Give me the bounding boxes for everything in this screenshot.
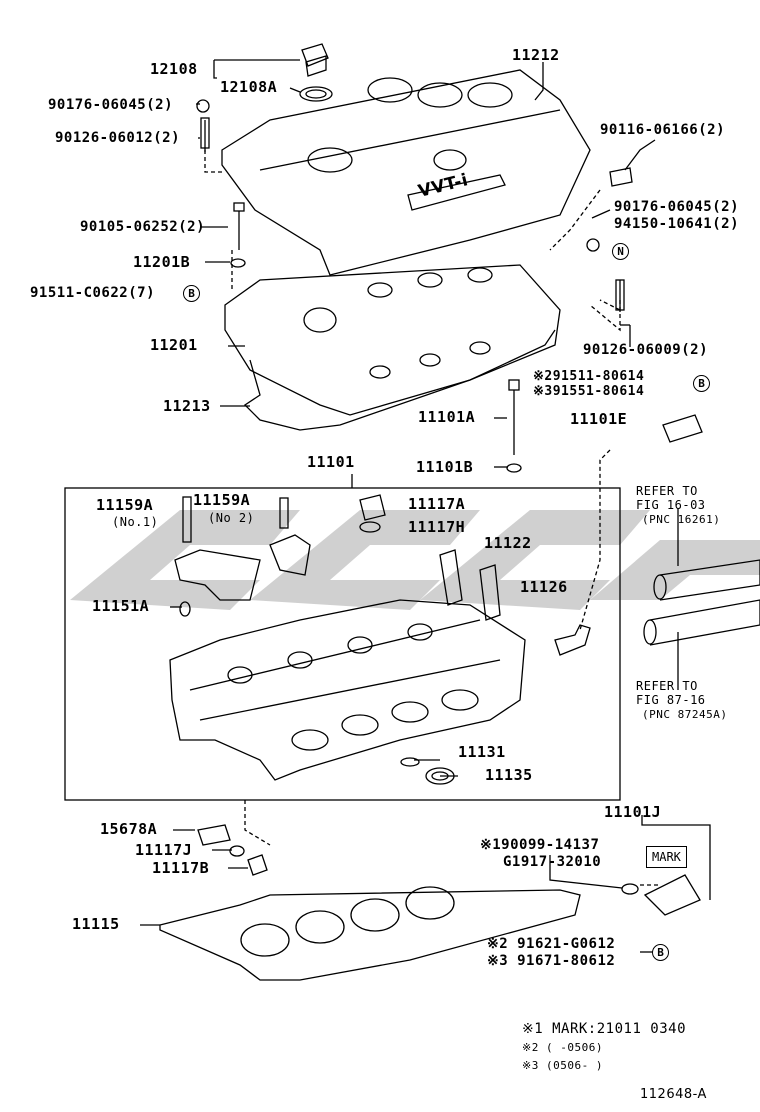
refer-fig-16-03-line3: (PNC 16261)	[642, 513, 721, 526]
mark-box: MARK	[646, 846, 687, 868]
label-11159a-no1-sub: (No.1)	[112, 515, 159, 529]
label-12108a: 12108A	[220, 78, 278, 96]
label-11117a: 11117A	[408, 495, 466, 513]
refer-fig-87-16-line1: REFER TO	[636, 679, 698, 693]
label-15678a: 15678A	[100, 820, 158, 838]
refer-fig-16-03-line1: REFER TO	[636, 484, 698, 498]
label-11159a-no2-sub: (No 2)	[208, 511, 255, 525]
label-11101j: 11101J	[604, 803, 662, 821]
label-11117j: 11117J	[135, 841, 193, 859]
label-11117b: 11117B	[152, 859, 210, 877]
callout-b-2: B	[693, 375, 710, 392]
line-art	[64, 43, 760, 981]
label-90126-06012: 90126-06012(2)	[55, 130, 181, 146]
refer-fig-87-16-line3: (PNC 87245A)	[642, 708, 728, 721]
callout-n: N	[612, 243, 629, 260]
label-g1917-32010: G1917-32010	[503, 854, 602, 870]
label-94150-10641: 94150-10641(2)	[614, 216, 740, 232]
figure-id: 112648-A	[640, 1087, 707, 1102]
label-12108: 12108	[150, 60, 198, 78]
label-11122: 11122	[484, 534, 532, 552]
label-91511-c0622: 91511-C0622(7)	[30, 285, 156, 301]
label-90099-14137: ※190099-14137	[480, 837, 600, 853]
label-11151a: 11151A	[92, 597, 150, 615]
label-11101: 11101	[307, 453, 355, 471]
label-11117h: 11117H	[408, 518, 466, 536]
note-2: ※2 ( -0506)	[522, 1041, 603, 1054]
label-11126: 11126	[520, 578, 568, 596]
label-11101e: 11101E	[570, 410, 628, 428]
label-11213: 11213	[163, 397, 211, 415]
label-91511-80614: ※291511-80614	[533, 369, 645, 384]
label-11201b: 11201B	[133, 253, 191, 271]
callout-b-1: B	[183, 285, 200, 302]
refer-fig-16-03-line2: FIG 16-03	[636, 498, 706, 512]
label-91671-80612: ※3 91671-80612	[487, 953, 616, 969]
label-11101a: 11101A	[418, 408, 476, 426]
label-11131: 11131	[458, 743, 506, 761]
label-11212: 11212	[512, 46, 560, 64]
label-91551-80614: ※391551-80614	[533, 384, 645, 399]
note-3: ※3 (0506- )	[522, 1059, 603, 1072]
label-90126-06009: 90126-06009(2)	[583, 342, 709, 358]
label-11135: 11135	[485, 766, 533, 784]
note-1: ※1 MARK:21011 0340	[522, 1021, 687, 1037]
label-90176-06045-a: 90176-06045(2)	[48, 97, 174, 113]
label-11159a-no1: 11159A	[96, 496, 154, 514]
label-11101b: 11101B	[416, 458, 474, 476]
label-11201: 11201	[150, 336, 198, 354]
label-90116-06166: 90116-06166(2)	[600, 122, 726, 138]
label-91621-g0612: ※2 91621-G0612	[487, 936, 616, 952]
label-90176-06045-b: 90176-06045(2)	[614, 199, 740, 215]
label-90105-06252: 90105-06252(2)	[80, 219, 206, 235]
callout-b-3: B	[652, 944, 669, 961]
watermark-logo	[70, 510, 760, 610]
refer-fig-87-16-line2: FIG 87-16	[636, 693, 706, 707]
label-11115: 11115	[72, 915, 120, 933]
label-11159a-no2: 11159A	[193, 491, 251, 509]
